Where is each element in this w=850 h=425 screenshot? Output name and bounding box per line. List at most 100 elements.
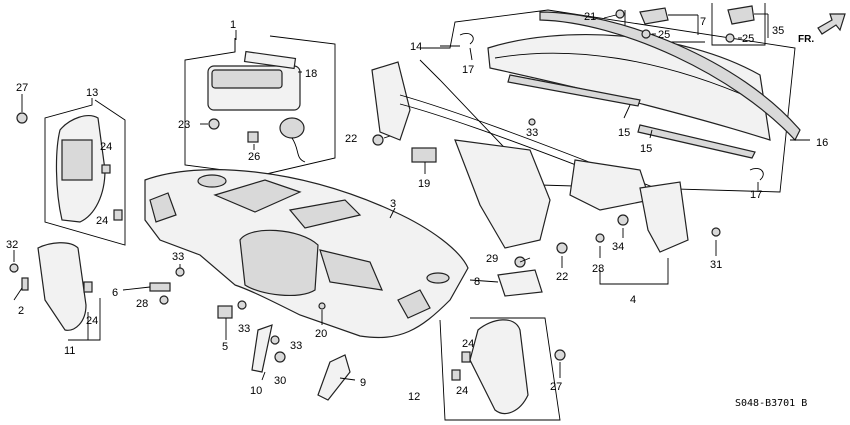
screw-33-upper xyxy=(528,118,536,126)
clip-24b-part xyxy=(113,209,123,221)
callout-1: 1 xyxy=(230,19,236,31)
screw-33-left xyxy=(175,267,185,277)
drawing-code: S048-B3701 B xyxy=(735,398,807,409)
dashboard-center-opening xyxy=(288,199,362,229)
connector-26 xyxy=(247,131,259,143)
group-box-clip-35 xyxy=(711,3,766,46)
frame-right-bracket xyxy=(639,181,689,253)
group-box-dash-frame xyxy=(419,9,796,193)
bracket-8 xyxy=(497,269,543,297)
callout-33a: 33 xyxy=(172,251,184,263)
clip-17-right xyxy=(749,168,764,181)
airbag-harness xyxy=(291,137,306,163)
callout-15b: 15 xyxy=(640,143,652,155)
callout-20: 20 xyxy=(315,328,327,340)
right-side-panel xyxy=(469,319,529,415)
defrost-nozzle-15a xyxy=(507,74,641,107)
airbag-inflator xyxy=(279,117,305,139)
callout-9: 9 xyxy=(360,377,366,389)
dashboard-instrument-hood xyxy=(239,229,319,296)
callout-17b: 17 xyxy=(750,189,762,201)
screw-27-left xyxy=(16,112,28,124)
screw-32 xyxy=(9,263,19,273)
bracket-5 xyxy=(217,305,233,319)
callout-28b: 28 xyxy=(592,263,604,275)
nut-28-right xyxy=(595,233,605,243)
dashboard-cluster-opening xyxy=(213,179,302,213)
bolt-22-lower xyxy=(556,242,568,254)
clip-25a-part xyxy=(641,29,651,39)
airbag-label-plate xyxy=(243,50,297,70)
front-direction-label: FR. xyxy=(798,34,814,45)
callout-25b: 25 xyxy=(742,33,754,45)
callout-13: 13 xyxy=(86,87,98,99)
callout-6: 6 xyxy=(112,287,118,299)
callout-2: 2 xyxy=(18,305,24,317)
dashboard-left-vent xyxy=(149,192,177,223)
callout-14: 14 xyxy=(410,41,422,53)
clip-24a-part xyxy=(101,164,111,174)
nut-28-left xyxy=(159,295,169,305)
callout-15a: 15 xyxy=(618,127,630,139)
nut-23 xyxy=(208,118,220,130)
callout-26: 26 xyxy=(248,151,260,163)
callout-35: 35 xyxy=(772,25,784,37)
defrost-nozzle-15b xyxy=(637,124,756,159)
callout-22b: 22 xyxy=(556,271,568,283)
bolt-22-upper xyxy=(372,134,384,146)
clip-25b-part xyxy=(725,33,735,43)
callout-8: 8 xyxy=(474,276,480,288)
callout-17a: 17 xyxy=(462,64,474,76)
callout-5: 5 xyxy=(222,341,228,353)
callout-33b: 33 xyxy=(238,323,250,335)
clip-2-part xyxy=(21,277,29,291)
callout-24e: 24 xyxy=(456,385,468,397)
dashboard-right-round-vent xyxy=(426,272,450,284)
callout-12: 12 xyxy=(408,391,420,403)
clip-35-part xyxy=(727,5,755,25)
callout-25a: 25 xyxy=(658,29,670,41)
callout-33d: 33 xyxy=(526,127,538,139)
callout-11: 11 xyxy=(64,345,75,357)
group-box-right-panel xyxy=(439,317,561,421)
callout-7: 7 xyxy=(700,16,706,28)
nut-30 xyxy=(274,351,286,363)
front-direction-arrow xyxy=(817,13,846,35)
callout-27a: 27 xyxy=(16,82,28,94)
bracket-10 xyxy=(251,324,273,373)
callout-4: 4 xyxy=(630,294,636,306)
callout-18: 18 xyxy=(305,68,317,80)
clip-17-left xyxy=(459,33,474,45)
frame-right-stay xyxy=(569,159,651,211)
frame-left-bracket xyxy=(371,61,411,141)
callout-24b: 24 xyxy=(96,215,108,227)
callout-19: 19 xyxy=(418,178,430,190)
screw-33-lower xyxy=(270,335,280,345)
callout-24d: 24 xyxy=(462,338,474,350)
callout-22a: 22 xyxy=(345,133,357,145)
group-box-left-panel xyxy=(44,98,126,246)
bolt-31 xyxy=(711,227,721,237)
callout-30: 30 xyxy=(274,375,286,387)
callout-24c: 24 xyxy=(86,315,98,327)
bracket-9 xyxy=(317,354,351,401)
callout-29: 29 xyxy=(486,253,498,265)
callout-3: 3 xyxy=(390,198,396,210)
callout-24a: 24 xyxy=(100,141,112,153)
callout-34: 34 xyxy=(612,241,624,253)
callout-32: 32 xyxy=(6,239,18,251)
dashboard-center-cavity xyxy=(319,249,383,291)
clip-24d-part xyxy=(461,351,471,363)
dashboard-vent-left xyxy=(197,174,227,188)
clip-24c-part xyxy=(83,281,93,293)
callout-27b: 27 xyxy=(550,381,562,393)
callout-28a: 28 xyxy=(136,298,148,310)
callout-16: 16 xyxy=(816,137,828,149)
screw-33-mid xyxy=(237,300,247,310)
clip-24e-part xyxy=(451,369,461,381)
callout-21: 21 xyxy=(584,11,596,23)
bracket-19 xyxy=(411,147,437,163)
clip-7-part xyxy=(639,7,669,25)
